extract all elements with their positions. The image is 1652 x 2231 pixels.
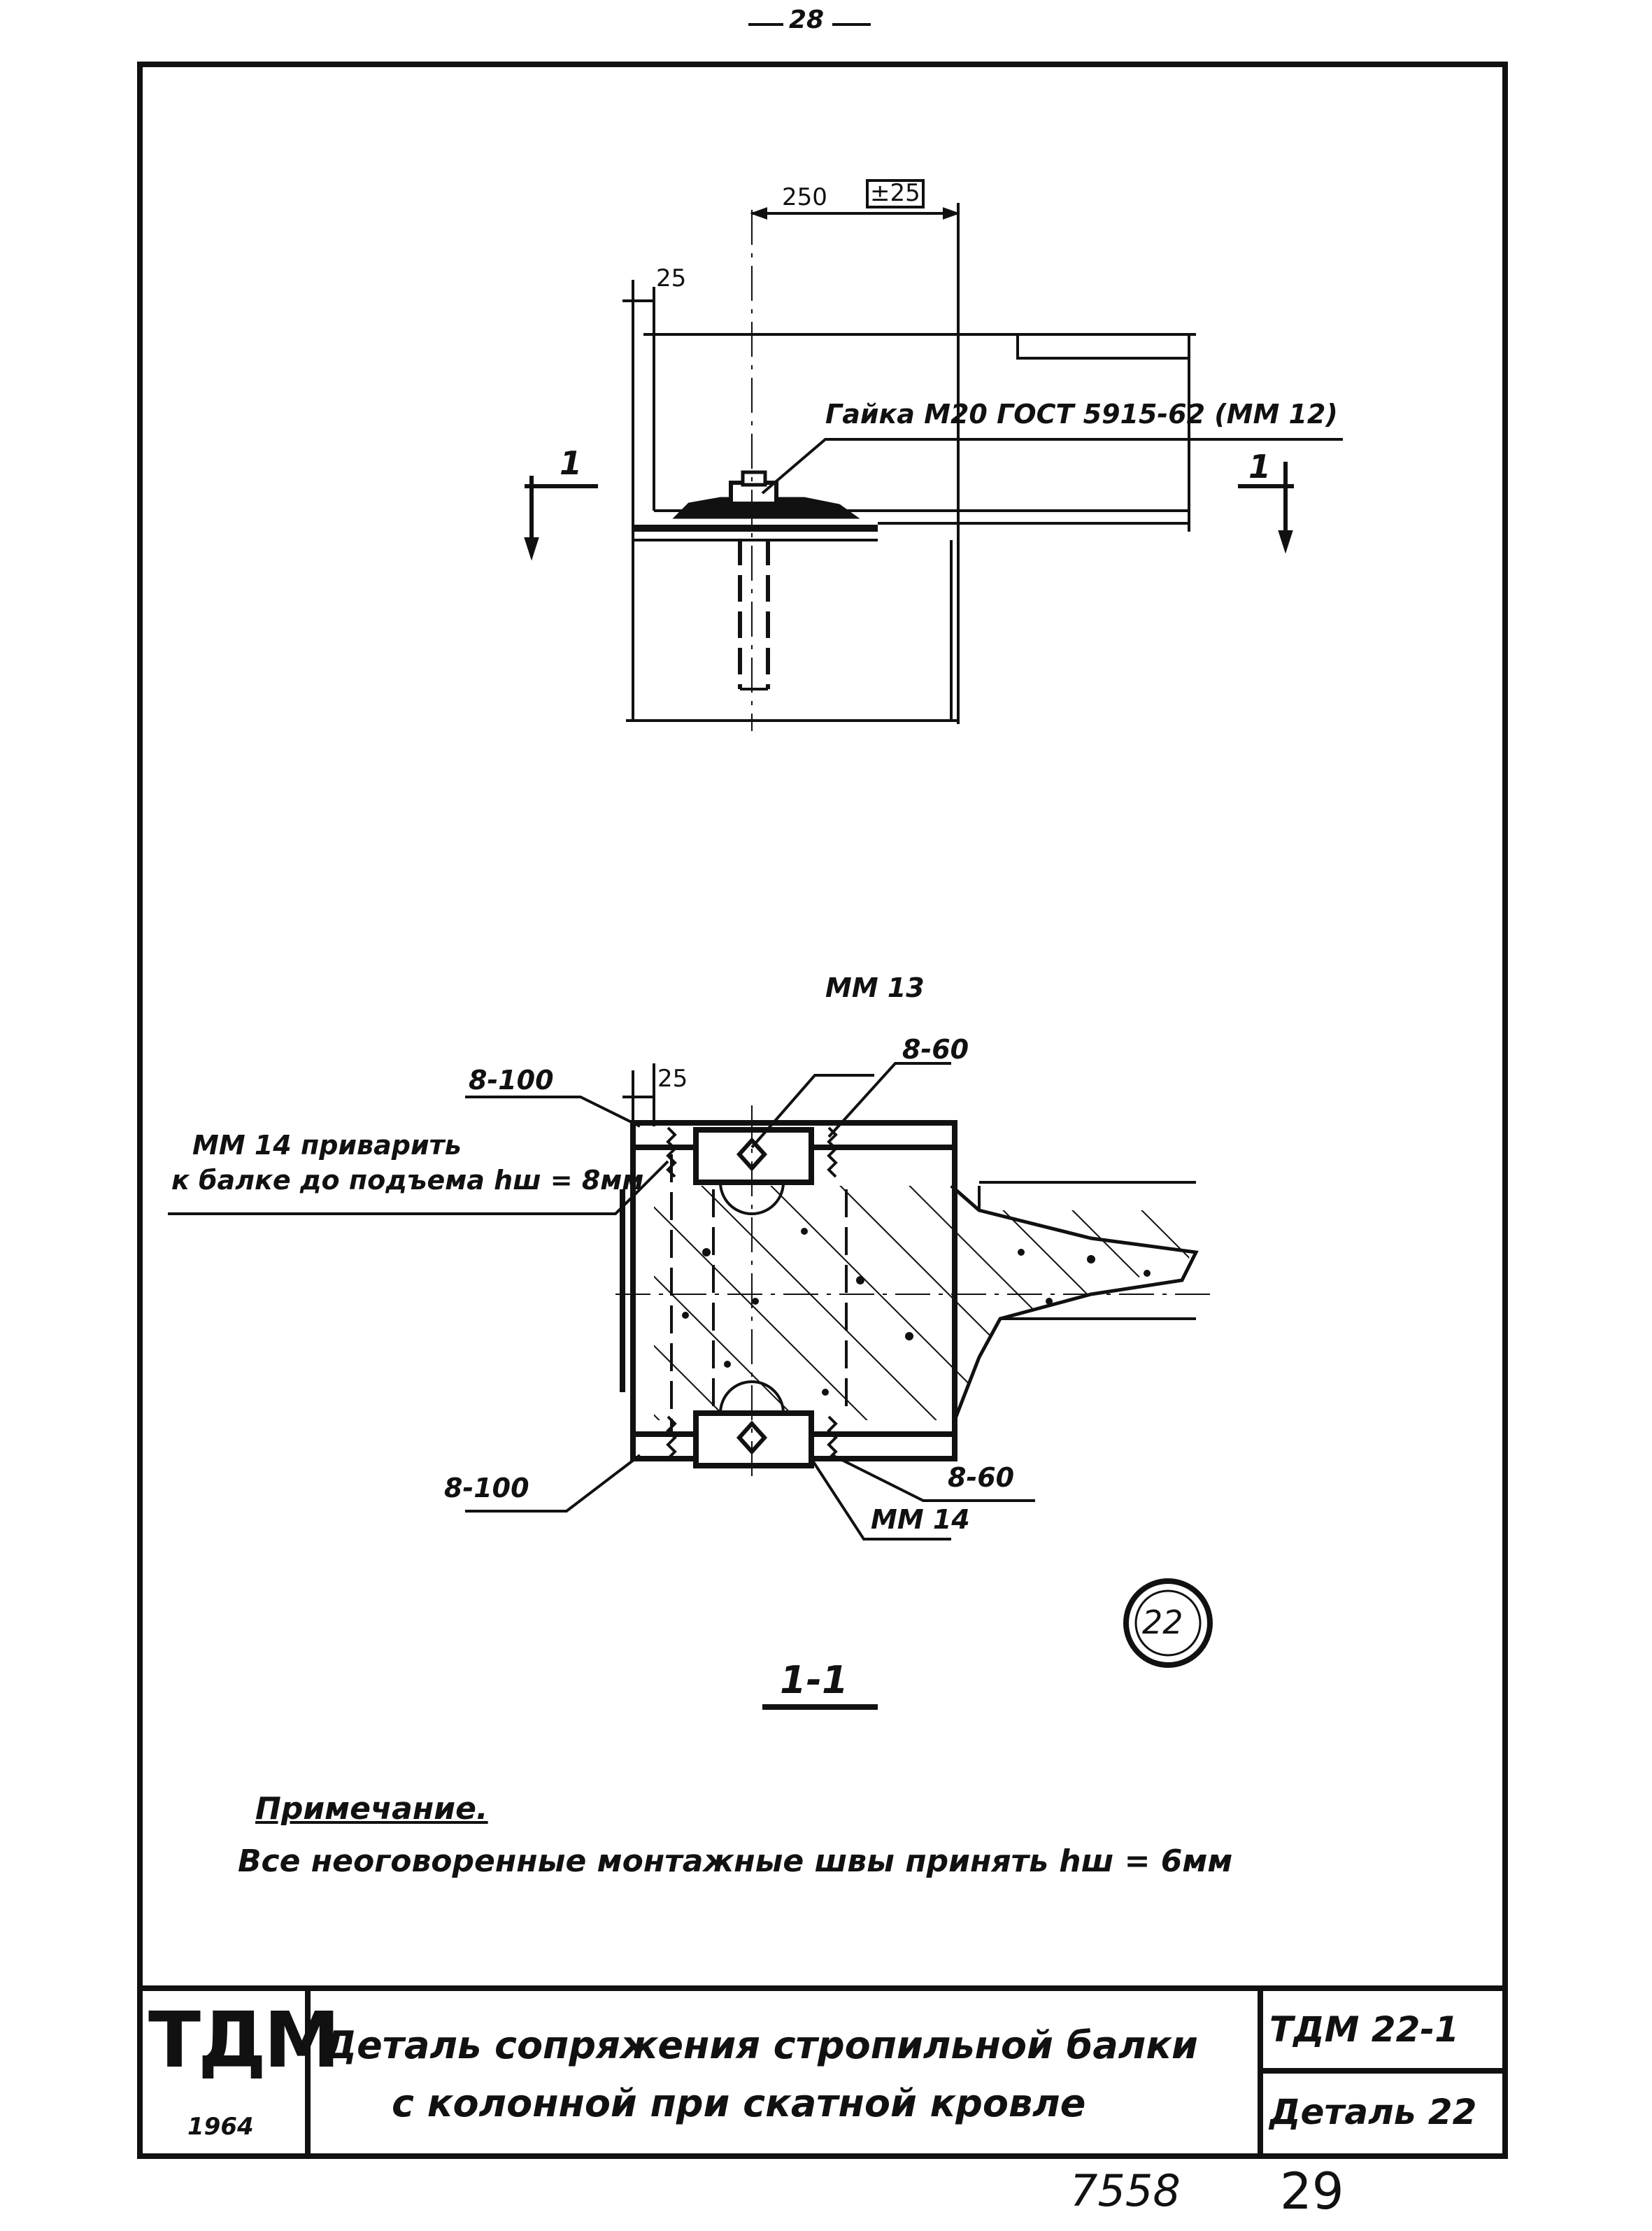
label-mm13: ММ 13 [825,972,925,1003]
footer-page: 29 [1280,2162,1344,2221]
dim-offset-label: 25 [656,264,687,292]
top-page-number: 28 [789,6,825,34]
nut-label: Гайка М20 ГОСТ 5915-62 (ММ 12) [825,399,1338,430]
section-view [168,1062,1217,1710]
detail-number: Деталь 22 [1269,2092,1477,2132]
sheet-id: 7558 [1070,2165,1181,2216]
label-8-60-top: 8-60 [902,1034,969,1065]
label-mm14: ММ 14 [871,1504,970,1535]
note-heading: Примечание. [255,1791,488,1827]
dim-tolerance-label: ±25 [870,179,920,207]
year-label: 1964 [187,2113,254,2141]
note-body: Все неоговоренные монтажные швы принять … [238,1843,1233,1879]
section-title: 1-1 [780,1658,848,1702]
drawing-frame [137,62,1508,2159]
label-25-section: 25 [657,1065,688,1093]
detail-circle-label: 22 [1142,1603,1183,1641]
label-8-60-bottom: 8-60 [948,1462,1015,1493]
label-8-100-bottom: 8-100 [444,1473,529,1503]
title-line1: Деталь сопряжения стропильной балки [323,2023,1198,2067]
label-8-100-top: 8-100 [469,1065,554,1096]
weld-note-line1: ММ 14 приварить [192,1130,462,1161]
title-block-lines [140,1985,1505,2156]
weld-note-line2: к балке до подъема hш = 8мм [171,1165,644,1196]
dim-width-label: 250 [782,183,827,211]
doc-code: ТДМ 22-1 [1269,2009,1459,2050]
section-mark-right: 1 [1248,448,1272,486]
section-mark-left: 1 [560,444,583,482]
title-line2: с колонной при скатной кровле [392,2081,1086,2125]
logo-tdm: ТДМ [148,1995,340,2085]
plan-view [524,179,1343,731]
